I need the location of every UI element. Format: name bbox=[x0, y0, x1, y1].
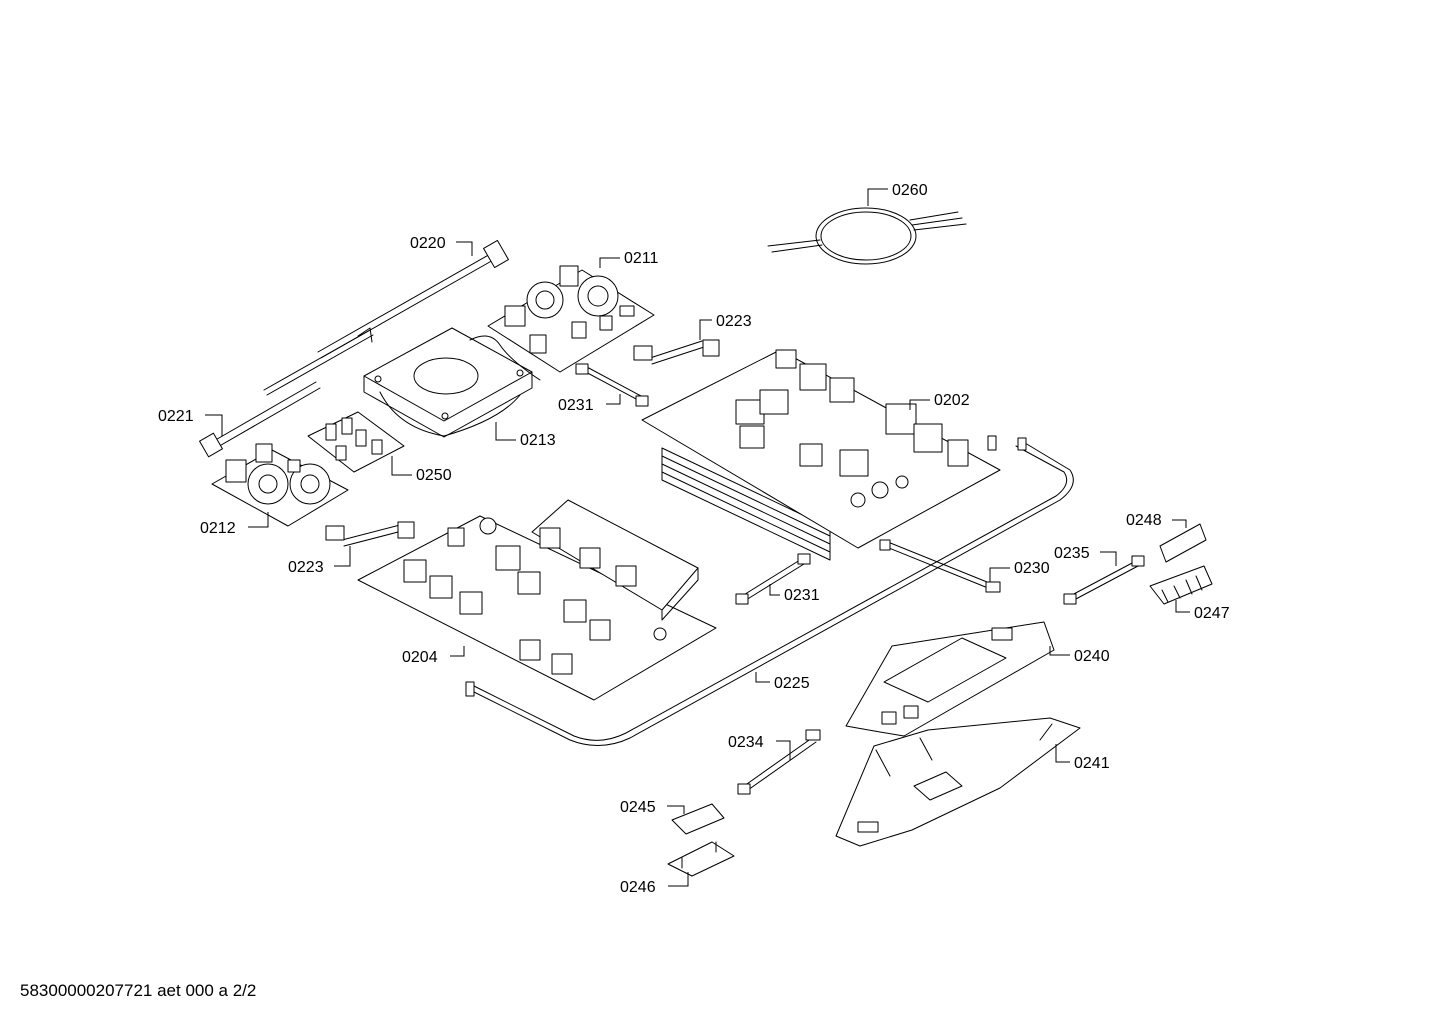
label-0221: 0221 bbox=[158, 408, 194, 425]
part-0246-bracket bbox=[667, 841, 735, 877]
part-0223-top-connector-cable bbox=[633, 339, 720, 365]
label-0250: 0250 bbox=[416, 467, 452, 484]
part-0225-long-cable bbox=[465, 435, 1074, 746]
label-0212: 0212 bbox=[200, 520, 236, 537]
label-0211: 0211 bbox=[624, 250, 659, 267]
label-0202: 0202 bbox=[934, 392, 970, 409]
label-0231-top: 0231 bbox=[558, 397, 594, 414]
label-0220: 0220 bbox=[410, 235, 446, 252]
label-0225: 0225 bbox=[774, 675, 810, 692]
label-0204: 0204 bbox=[402, 649, 438, 666]
part-number-labels: 0260 0220 0211 0223 0221 0231 0213 0202 … bbox=[158, 182, 1230, 896]
part-0245-clip bbox=[671, 803, 725, 835]
part-0250-filter-board bbox=[307, 411, 405, 473]
label-0248: 0248 bbox=[1126, 512, 1162, 529]
part-0235-connector-cable bbox=[1063, 555, 1145, 605]
label-0231-bottom: 0231 bbox=[784, 587, 820, 604]
label-0235: 0235 bbox=[1054, 545, 1090, 562]
part-0260-power-cable bbox=[767, 207, 967, 265]
part-0202-power-board bbox=[641, 349, 1001, 561]
label-0230: 0230 bbox=[1014, 560, 1050, 577]
label-0213: 0213 bbox=[520, 432, 556, 449]
part-0221-cable-harness bbox=[199, 381, 321, 458]
label-0245: 0245 bbox=[620, 799, 656, 816]
part-0230-connector-cable bbox=[879, 539, 1001, 593]
label-0246: 0246 bbox=[620, 879, 656, 896]
part-0211-power-board bbox=[487, 265, 655, 373]
part-0240-control-board bbox=[845, 621, 1055, 737]
part-0231-bottom-connector-cable bbox=[735, 553, 811, 605]
label-0234: 0234 bbox=[728, 734, 764, 751]
part-0204-power-board bbox=[357, 499, 717, 701]
part-0213-induction-coil bbox=[363, 327, 541, 438]
document-code: 58300000207721 aet 000 a 2/2 bbox=[20, 981, 257, 1000]
part-0220-cable-harness bbox=[263, 239, 509, 396]
part-0212-power-board bbox=[211, 443, 349, 527]
part-0223-bottom-connector-cable bbox=[325, 521, 415, 547]
label-0223-top: 0223 bbox=[716, 313, 752, 330]
part-0241-housing bbox=[835, 717, 1081, 847]
label-0260: 0260 bbox=[892, 182, 928, 199]
label-0241: 0241 bbox=[1074, 755, 1110, 772]
part-0248-small-board bbox=[1159, 523, 1207, 563]
label-0223-bottom: 0223 bbox=[288, 559, 324, 576]
part-0231-top-connector-cable bbox=[575, 363, 649, 407]
leader-lines bbox=[205, 188, 1190, 887]
label-0247: 0247 bbox=[1194, 605, 1230, 622]
part-0234-connector-cable bbox=[737, 729, 821, 795]
label-0240: 0240 bbox=[1074, 648, 1110, 665]
part-0247-holder bbox=[1149, 565, 1213, 605]
